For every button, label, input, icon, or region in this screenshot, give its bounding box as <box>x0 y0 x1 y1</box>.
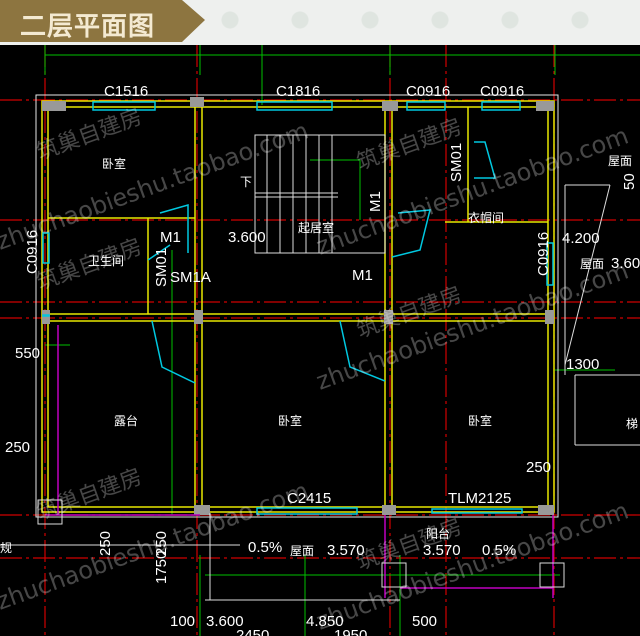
dimension-label: 250 <box>526 459 551 476</box>
room-label: 阳台 <box>426 526 450 541</box>
door-label: M1 <box>352 267 373 284</box>
window-label: C0916 <box>24 230 41 274</box>
door-label: SM01 <box>448 143 465 182</box>
room-label: 卧室 <box>278 413 302 428</box>
svg-text:筑巢自建房: 筑巢自建房 <box>34 105 146 166</box>
door-label: M1 <box>160 229 181 246</box>
axis-lines <box>0 45 640 636</box>
svg-text:筑巢自建房: 筑巢自建房 <box>34 465 146 526</box>
room-label: 梯 <box>626 417 638 431</box>
level-label: 3.570 <box>327 542 365 559</box>
room-label: 屋面 <box>290 544 314 558</box>
room-label: 卧室 <box>468 413 492 428</box>
dimension-label: 250 <box>153 531 170 556</box>
svg-text:筑巢自建房: 筑巢自建房 <box>34 235 146 296</box>
plan-labels: C1516 C1816 C0916 C0916 C0916 C0916 C241… <box>0 83 640 636</box>
dimension-label: 250 <box>97 531 114 556</box>
slope-label: 0.5% <box>248 539 282 556</box>
dimension-label: 500 <box>412 613 437 630</box>
room-label: 规 <box>0 540 12 555</box>
door-label: M1 <box>367 191 384 212</box>
dimension-label: 1300 <box>566 356 599 373</box>
level-label: 3.570 <box>423 542 461 559</box>
level-label: 3.600 <box>228 229 266 246</box>
dimension-label: 550 <box>15 345 40 362</box>
dimension-label: 250 <box>5 439 30 456</box>
room-label: 卫生间 <box>88 254 124 268</box>
level-label: 4.850 <box>306 613 344 630</box>
room-label: 露台 <box>114 413 138 428</box>
slope-label: 0.5% <box>482 542 516 559</box>
room-label: 下 <box>240 175 252 189</box>
room-label: 卧室 <box>102 156 126 171</box>
title-tab <box>0 0 205 42</box>
door-label: SM01 <box>153 248 170 287</box>
level-label: 4.200 <box>562 230 600 247</box>
door-label: SM1A <box>170 269 211 286</box>
dimension-label: 1750 <box>153 551 170 584</box>
railings <box>45 325 554 598</box>
watermark: 筑巢自建房 zhuchaobieshu.taobao.com 筑巢自建房 zhu… <box>0 105 632 636</box>
walls <box>41 100 555 513</box>
window-label: TLM2125 <box>448 490 511 507</box>
dimension-label: 2450 <box>236 627 269 636</box>
dimension-label: 50 <box>621 173 638 190</box>
room-label: 起居室 <box>298 220 334 235</box>
windows <box>42 101 554 515</box>
staircase <box>254 134 640 446</box>
room-label: 屋面 <box>608 154 632 168</box>
window-label: C1816 <box>276 83 320 100</box>
columns <box>42 97 554 515</box>
window-label: C0916 <box>535 232 552 276</box>
window-label: C2415 <box>287 490 331 507</box>
dimension-label: 100 <box>170 613 195 630</box>
level-label: 3.60 <box>611 255 640 272</box>
room-label: 屋面 <box>580 257 604 271</box>
page-title: 二层平面图 <box>20 12 156 42</box>
room-label: 衣帽间 <box>468 210 504 225</box>
window-label: C1516 <box>104 83 148 100</box>
window-label: C0916 <box>406 83 450 100</box>
window-label: C0916 <box>480 83 524 100</box>
level-label: 3.600 <box>206 613 244 630</box>
dimension-label: 1950 <box>334 627 367 636</box>
